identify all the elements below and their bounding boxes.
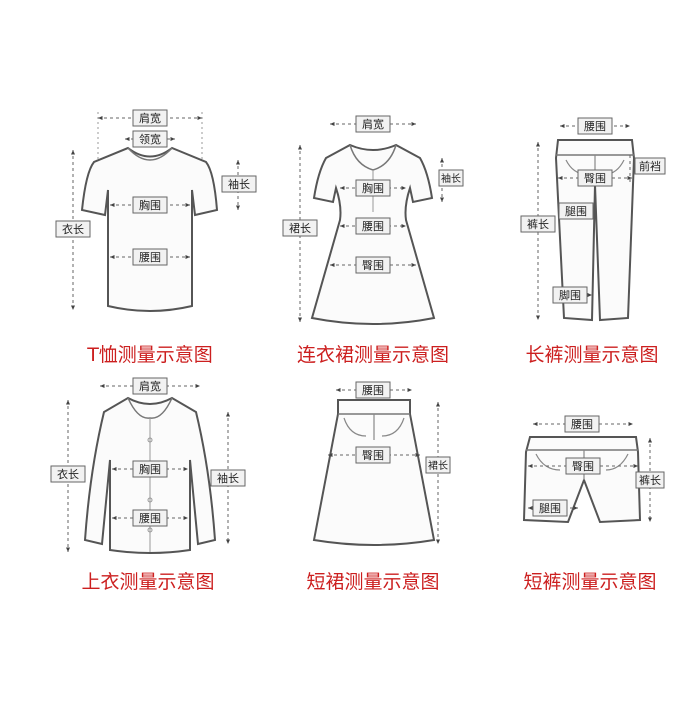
shirt-shoulder-label: 肩宽 — [139, 379, 161, 393]
tshirt-waist-label: 腰围 — [139, 251, 161, 264]
shirt-waist-label: 腰围 — [139, 512, 161, 525]
trousers-length-label: 裤长 — [527, 217, 549, 231]
skirt-outline — [312, 399, 436, 546]
skirt-diagram: 腰围 臀围 裙长 — [312, 381, 451, 546]
shorts-hip-label: 臀围 — [572, 460, 594, 473]
trousers-caption: 长裤测量示意图 — [525, 344, 659, 366]
trousers-waist-label: 腰围 — [584, 120, 606, 133]
tshirt-diagram: 肩宽 领宽 袖长 胸围 腰围 衣长 — [55, 109, 257, 312]
skirt-length-label: 裙长 — [428, 459, 448, 472]
shirt-diagram: 肩宽 胸围 腰围 衣长 袖长 — [50, 377, 246, 554]
trousers-hip-label: 臀围 — [584, 172, 606, 185]
trousers-diagram: 腰围 前裆 臀围 腿围 裤长 脚围 — [520, 117, 666, 322]
shorts-thigh-label: 腿围 — [539, 502, 561, 515]
skirt-caption: 短裙测量示意图 — [306, 571, 440, 593]
shirt-caption: 上衣测量示意图 — [81, 571, 215, 593]
shorts-diagram: 腰围 臀围 腿围 裤长 — [522, 415, 665, 524]
tshirt-outline — [80, 146, 219, 312]
trousers-front-rise-label: 前裆 — [639, 159, 661, 173]
dress-chest-label: 胸围 — [362, 181, 384, 195]
tshirt-neck-label: 领宽 — [139, 132, 161, 146]
trousers-outline — [554, 139, 636, 322]
skirt-hip-label: 臀围 — [362, 449, 384, 462]
skirt-waist-label: 腰围 — [362, 384, 384, 397]
dress-waist-label: 腰围 — [362, 220, 384, 233]
dress-sleeve-label: 袖长 — [441, 172, 461, 185]
shirt-chest-label: 胸围 — [139, 462, 161, 476]
dress-hip-label: 臀围 — [362, 259, 384, 272]
tshirt-chest-label: 胸围 — [139, 198, 161, 212]
shirt-length-label: 衣长 — [57, 467, 79, 481]
dress-shoulder-label: 肩宽 — [362, 117, 384, 131]
dress-length-label: 裙长 — [289, 222, 311, 235]
shorts-waist-label: 腰围 — [571, 418, 593, 431]
tshirt-caption: T恤测量示意图 — [87, 344, 213, 366]
dress-diagram: 肩宽 袖长 胸围 腰围 臀围 裙长 — [282, 115, 464, 325]
shirt-sleeve-label: 袖长 — [217, 471, 239, 485]
tshirt-shoulder-label: 肩宽 — [139, 111, 161, 125]
shorts-length-label: 裤长 — [639, 473, 661, 487]
trousers-thigh-label: 腿围 — [565, 205, 587, 218]
tshirt-length-label: 衣长 — [62, 222, 84, 236]
trousers-hem-label: 脚围 — [559, 288, 581, 302]
dress-caption: 连衣裙测量示意图 — [296, 344, 450, 366]
tshirt-sleeve-label: 袖长 — [228, 177, 250, 191]
shorts-caption: 短裤测量示意图 — [523, 571, 657, 593]
